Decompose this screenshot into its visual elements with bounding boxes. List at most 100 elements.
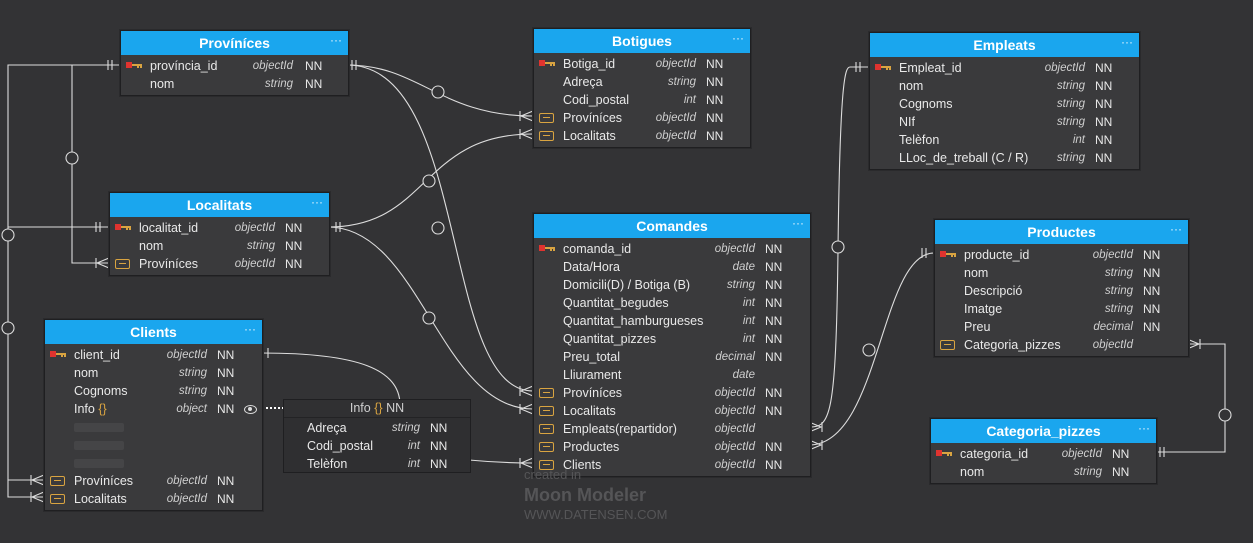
info-header[interactable]: Info {} NN — [284, 400, 470, 418]
crow-bar — [95, 222, 101, 232]
crow-foot — [519, 110, 534, 122]
table-menu-icon[interactable]: ··· — [330, 33, 342, 47]
foreign-key-icon — [50, 494, 65, 504]
table-menu-icon[interactable]: ··· — [244, 322, 256, 336]
relation-line — [468, 459, 534, 464]
field-name: Províníces — [563, 386, 623, 400]
table-menu-icon[interactable]: ··· — [1121, 35, 1133, 49]
table-header[interactable]: Productes··· — [935, 220, 1188, 244]
table-menu-icon[interactable]: ··· — [732, 31, 744, 45]
field-type: int — [742, 297, 755, 309]
table-header[interactable]: Províníces··· — [121, 31, 348, 55]
field-name: categoria_id — [960, 447, 1029, 461]
table-header[interactable]: Empleats··· — [870, 33, 1139, 57]
table-header[interactable]: Categoria_pizzes··· — [931, 419, 1156, 443]
table-menu-icon[interactable]: ··· — [311, 195, 323, 209]
table-row[interactable] — [45, 418, 262, 436]
primary-key-icon — [940, 251, 956, 257]
field-name: Descripció — [964, 284, 1023, 298]
object-brace-icon: {} — [98, 402, 107, 416]
table-menu-icon[interactable]: ··· — [1170, 222, 1182, 236]
table-row[interactable] — [45, 436, 262, 454]
field-type: string — [178, 367, 207, 379]
field-name: nom — [964, 266, 989, 280]
table-header[interactable]: Comandes··· — [534, 214, 810, 238]
table-header[interactable]: Localitats··· — [110, 193, 329, 217]
table-menu-icon[interactable]: ··· — [792, 216, 804, 230]
field-not-null: NN — [765, 386, 783, 400]
visibility-eye-icon[interactable] — [244, 400, 257, 418]
field-name: nom — [150, 77, 175, 91]
collapsed-field-placeholder — [74, 423, 124, 432]
field-not-null: NN — [765, 332, 783, 346]
field-not-null: NN — [765, 350, 783, 364]
table-header[interactable]: Clients··· — [45, 320, 262, 344]
table-menu-icon[interactable]: ··· — [1138, 421, 1150, 435]
field-name: Localitats — [563, 404, 616, 418]
field-type: string — [1056, 116, 1085, 128]
table-row[interactable] — [45, 454, 262, 472]
table-header[interactable]: Botigues··· — [534, 29, 750, 53]
field-not-null: NN — [217, 492, 235, 506]
table-row[interactable]: Empleats(repartidor)objectId — [534, 420, 810, 438]
field-not-null: NN — [1112, 465, 1130, 479]
field-name: Productes — [563, 440, 620, 454]
